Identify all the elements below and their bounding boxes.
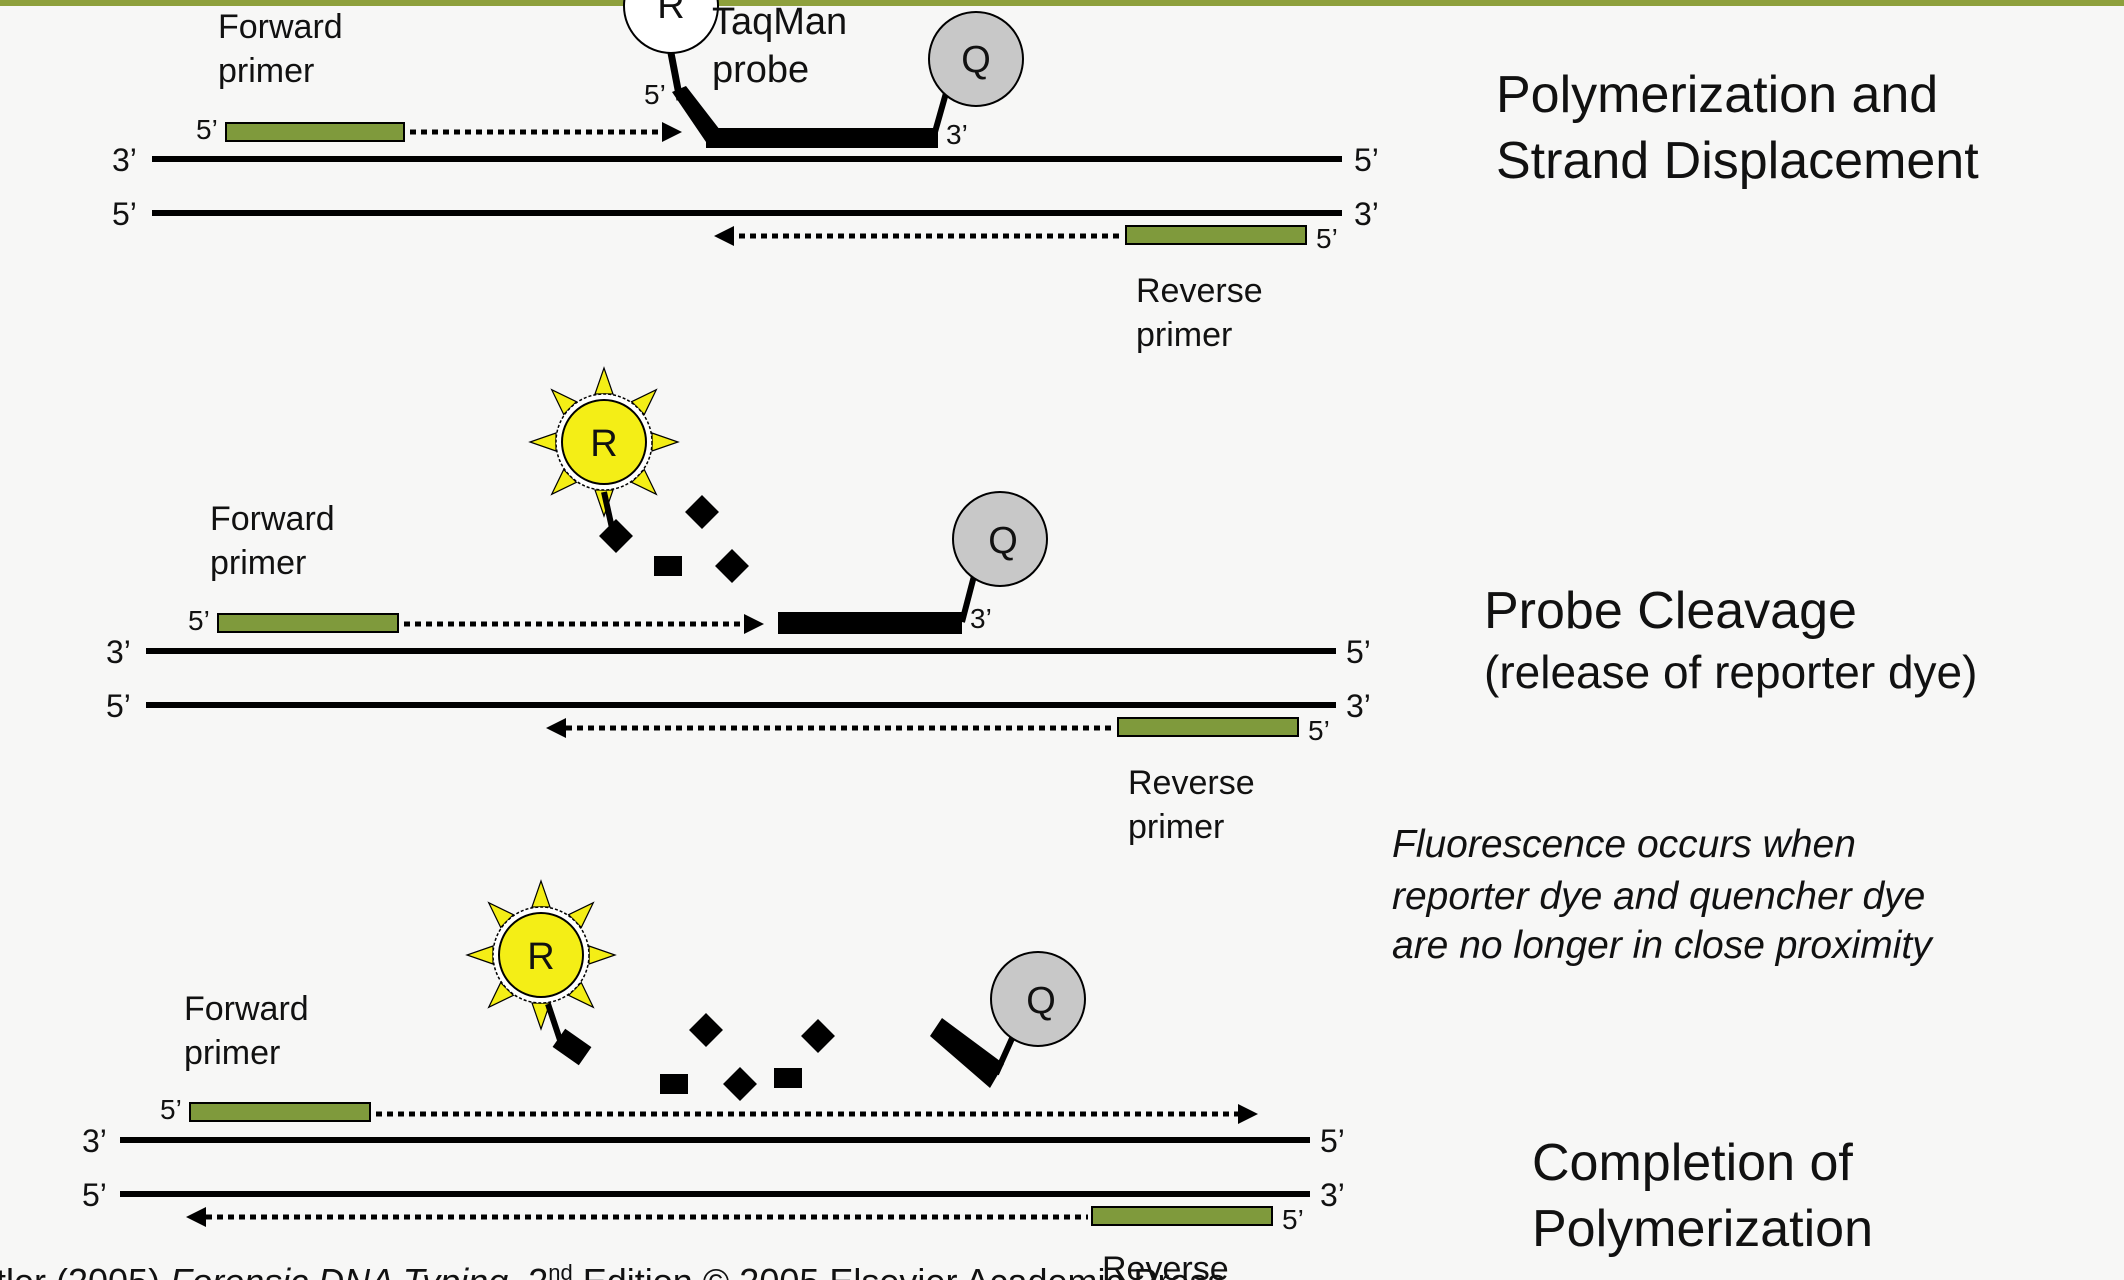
end-label: 5’ — [82, 1177, 107, 1213]
forward-primer — [217, 613, 399, 633]
probe-fragment — [801, 1019, 835, 1053]
end-label: 3’ — [970, 603, 992, 634]
extension-arrowhead — [1238, 1104, 1258, 1124]
reverse-primer — [1091, 1206, 1273, 1226]
taqman-probe-label: probe — [712, 49, 809, 91]
end-label: 5’ — [1282, 1204, 1304, 1235]
end-label: 3’ — [106, 634, 131, 670]
quencher-label: Q — [988, 520, 1018, 562]
end-label: 3’ — [946, 119, 968, 150]
reporter-label: R — [527, 936, 554, 978]
reverse-primer-label: Reverse — [1136, 272, 1263, 310]
stage-1: 3’ 5’ 5’ 3’ 5’ Forward primer R Q 5’ 3’ … — [112, 0, 1979, 354]
stage-subtitle: (release of reporter dye) — [1484, 646, 1977, 698]
probe-linker — [601, 491, 615, 529]
stage-title: Probe Cleavage — [1484, 582, 1857, 640]
forward-primer-label: Forward — [184, 990, 309, 1028]
probe-fragment — [723, 1067, 757, 1101]
taqman-probe-label: TaqMan — [712, 1, 847, 43]
end-label: 3’ — [1346, 688, 1371, 724]
probe-linker — [545, 1003, 563, 1041]
end-label: 5’ — [1316, 223, 1338, 254]
stage-title: Strand Displacement — [1496, 132, 1979, 190]
stage-title: Completion of — [1532, 1134, 1853, 1192]
end-label: 5’ — [188, 605, 210, 636]
quencher-label: Q — [961, 39, 991, 81]
extension-arrowhead — [714, 226, 734, 246]
probe-fragment — [689, 1013, 723, 1047]
end-label: 5’ — [112, 196, 137, 232]
probe-fragment — [552, 1028, 592, 1066]
stage-2: 3’ 5’ 5’ 3’ 5’ Forward primer R — [106, 366, 1977, 967]
quencher-dye — [952, 491, 1048, 587]
reverse-primer-label: Reverse — [1102, 1250, 1229, 1280]
probe-linker — [993, 1032, 1017, 1076]
quencher-label: Q — [1026, 980, 1056, 1022]
fluorescence-note: reporter dye and quencher dye — [1392, 875, 1925, 918]
probe-fragment — [715, 549, 749, 583]
forward-primer-label: primer — [218, 52, 314, 90]
end-label: 5’ — [160, 1094, 182, 1125]
top-rule — [0, 0, 2124, 6]
probe-strand — [706, 128, 938, 148]
probe-strand — [778, 612, 962, 634]
quencher-dye — [990, 951, 1086, 1047]
forward-primer-label: Forward — [218, 8, 343, 46]
stage-title: Polymerization — [1532, 1200, 1873, 1258]
fluorescence-note: are no longer in close proximity — [1392, 924, 1934, 967]
stage-title: Polymerization and — [1496, 66, 1938, 124]
forward-primer-label: primer — [210, 544, 306, 582]
end-label: 3’ — [82, 1123, 107, 1159]
end-label: 5’ — [644, 79, 666, 110]
extension-arrowhead — [186, 1207, 206, 1227]
end-label: 5’ — [1354, 142, 1379, 178]
probe-linker — [959, 575, 977, 623]
forward-primer-label: Forward — [210, 500, 335, 538]
fluorescence-note: Fluorescence occurs when — [1392, 823, 1856, 866]
reverse-primer — [1125, 225, 1307, 245]
reporter-label: R — [590, 423, 617, 465]
reverse-primer-label: primer — [1136, 316, 1232, 354]
extension-arrowhead — [662, 122, 682, 142]
citation: tler (2005) Forensic DNA Typing, 2nd Edi… — [0, 1260, 1226, 1280]
reverse-primer — [1117, 717, 1299, 737]
end-label: 5’ — [1320, 1123, 1345, 1159]
end-label: 5’ — [1346, 634, 1371, 670]
stage-3: 3’ 5’ 5’ 3’ 5’ Forward primer R — [82, 879, 1873, 1280]
end-label: 3’ — [112, 142, 137, 178]
forward-primer — [225, 122, 405, 142]
end-label: 3’ — [1320, 1177, 1345, 1213]
reverse-primer-label: primer — [1128, 808, 1224, 846]
reporter-label: R — [657, 0, 684, 27]
end-label: 5’ — [1308, 715, 1330, 746]
quencher-dye — [928, 11, 1024, 107]
probe-fragment — [654, 556, 682, 576]
forward-primer — [189, 1102, 371, 1122]
probe-fragment — [685, 495, 719, 529]
end-label: 5’ — [196, 114, 218, 145]
end-label: 5’ — [106, 688, 131, 724]
forward-primer-label: primer — [184, 1034, 280, 1072]
reverse-primer-label: Reverse — [1128, 764, 1255, 802]
reporter-dye-fluorescing — [465, 879, 617, 1031]
end-label: 3’ — [1354, 196, 1379, 232]
probe-strand — [930, 1018, 1004, 1088]
extension-arrowhead — [744, 614, 764, 634]
probe-fragment — [660, 1074, 688, 1094]
extension-arrowhead — [546, 718, 566, 738]
reporter-dye-fluorescing — [528, 366, 680, 518]
probe-fragment — [599, 519, 633, 553]
probe-fragment — [774, 1068, 802, 1088]
